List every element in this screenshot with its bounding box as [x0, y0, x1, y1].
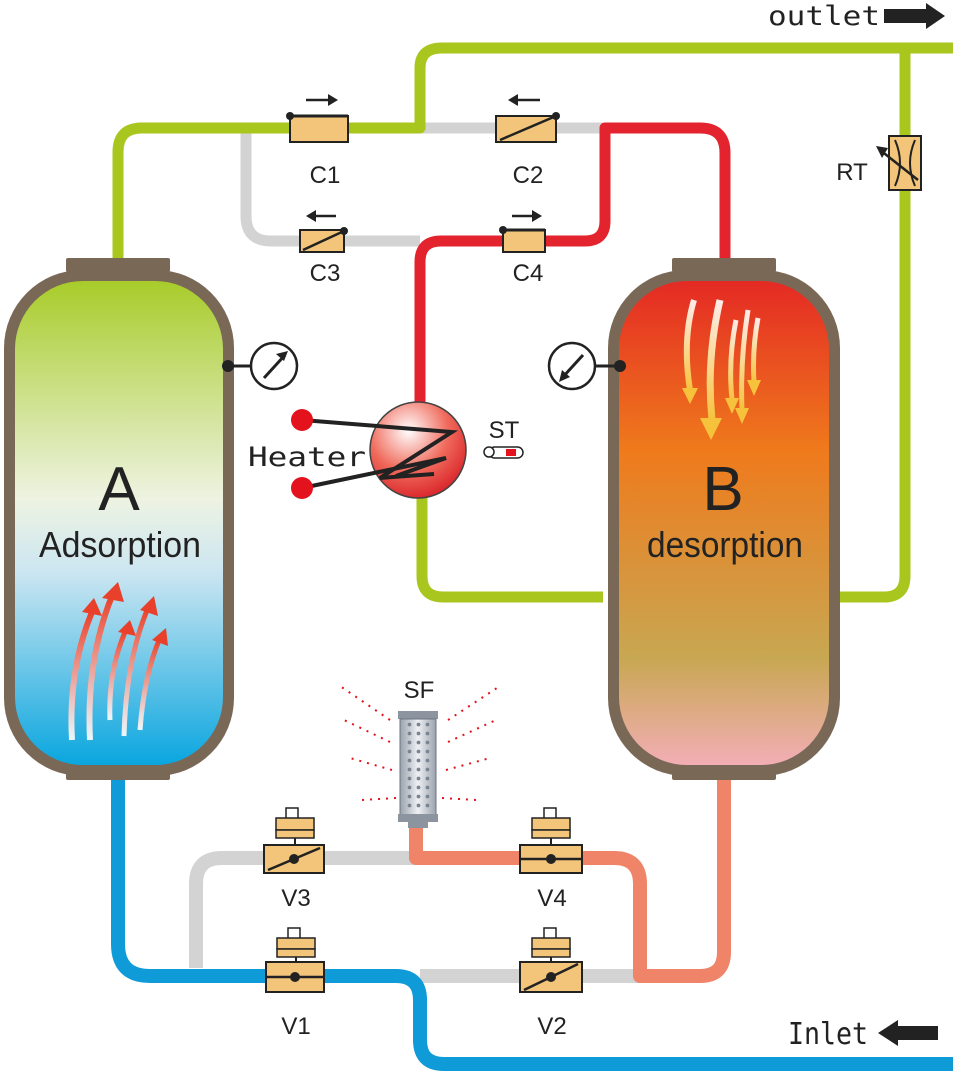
heater-terminal-top	[291, 409, 313, 431]
temperature-sensor-label: ST	[489, 417, 520, 444]
exhaust-spray-icon	[339, 685, 501, 801]
check-valve-c3-label: C3	[310, 260, 341, 287]
silencer-sf	[339, 685, 501, 828]
heater	[291, 401, 467, 499]
vessel-b-label: desorption	[647, 524, 803, 565]
adsorption-flow-arrows-icon	[68, 582, 168, 741]
pipe-purge-restrictor	[840, 48, 911, 603]
pipe-inlet	[111, 778, 953, 1071]
inlet-label: Inlet	[788, 1017, 868, 1052]
switching-valve-v1-label: V1	[281, 1013, 310, 1040]
check-valve-c2[interactable]	[495, 94, 560, 143]
desorption-flow-arrows-icon	[682, 299, 761, 440]
outlet-arrow-icon	[884, 3, 945, 29]
check-valve-c4[interactable]	[499, 210, 546, 253]
flow-restrictor-label: RT	[836, 159, 868, 186]
vessel-a-letter: A	[98, 455, 140, 524]
inlet-arrow-icon	[878, 1020, 938, 1046]
check-valve-c2-label: C2	[513, 162, 544, 189]
pipe-adsorber-outlet	[112, 42, 953, 262]
check-valve-c1-label: C1	[310, 162, 341, 189]
switching-valve-v2[interactable]	[519, 927, 583, 993]
flow-restrictor-rt[interactable]	[876, 135, 922, 191]
check-valve-c4-label: C4	[513, 260, 544, 287]
switching-valve-v3[interactable]	[263, 807, 325, 874]
switching-valve-v4-label: V4	[537, 885, 566, 912]
switching-valve-v3-label: V3	[281, 885, 310, 912]
pressure-gauge-b-icon	[547, 341, 626, 391]
heater-label: Heater	[248, 442, 366, 473]
thermometer-icon	[483, 446, 524, 459]
vessel-b-letter: B	[702, 455, 743, 524]
check-valve-c1[interactable]	[286, 94, 349, 143]
check-valve-c3[interactable]	[299, 210, 348, 253]
pipe-c1-c3-bypass	[240, 128, 420, 247]
pipe-exhaust	[409, 778, 731, 983]
silencer-label: SF	[404, 677, 435, 704]
pressure-gauge-a-icon	[222, 341, 299, 391]
outlet-label: outlet	[768, 1, 880, 32]
pipe-v3-line	[189, 851, 416, 968]
pipe-heater-return	[416, 498, 603, 603]
vessel-b-desorption: B desorption	[608, 258, 840, 780]
pipe-heater-hot	[414, 122, 731, 404]
switching-valve-v2-label: V2	[537, 1013, 566, 1040]
heater-terminal-bottom	[291, 477, 313, 499]
vessel-a-label: Adsorption	[39, 524, 201, 565]
switching-valve-v4[interactable]	[519, 807, 583, 874]
switching-valve-v1[interactable]	[265, 927, 325, 993]
vessel-a-adsorption: A Adsorption	[4, 258, 234, 780]
